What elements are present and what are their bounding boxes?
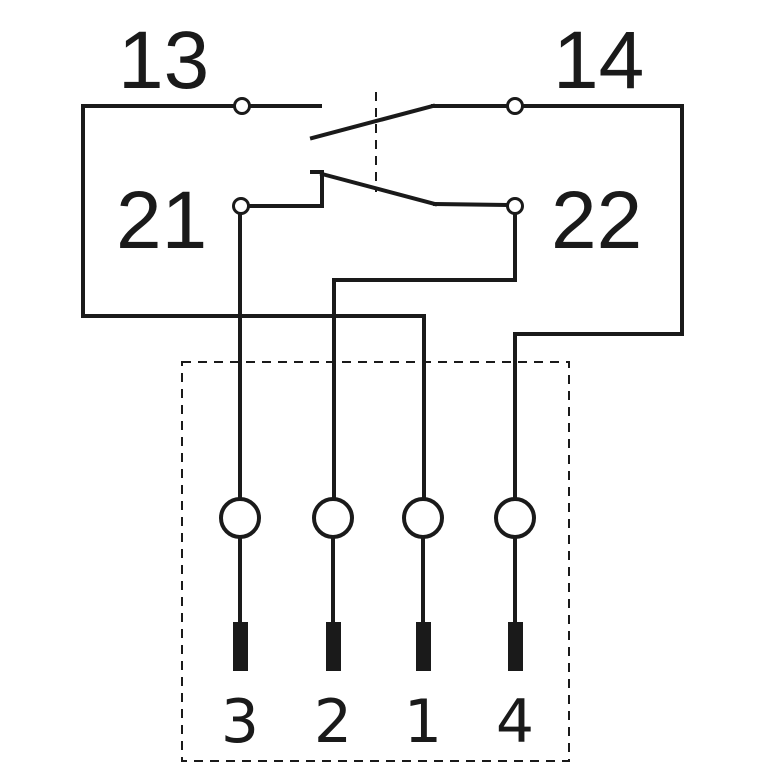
connector-pin-2: 2 — [312, 497, 354, 757]
pin-2-contact — [326, 622, 341, 671]
pin-label-3: 3 — [221, 687, 259, 757]
pin-label-2: 2 — [314, 687, 352, 757]
wire-14-to-pin-4 — [513, 104, 684, 500]
nc-switch-blade — [319, 171, 438, 207]
terminal-21 — [232, 197, 250, 215]
pin-4-contact — [508, 622, 523, 671]
pin-label-4: 4 — [496, 687, 534, 757]
wire-22-to-pin-2 — [332, 212, 517, 500]
nc-switch-lead — [432, 201, 509, 208]
connector-pin-1: 1 — [402, 497, 444, 757]
connector-pin-3: 3 — [219, 497, 261, 757]
terminal-22 — [506, 197, 524, 215]
contact-label-14: 14 — [553, 15, 644, 106]
connector-pin-4: 4 — [494, 497, 536, 757]
wire-13-to-pin-1 — [81, 104, 426, 500]
nc-contact-wire — [247, 170, 324, 208]
terminal-14 — [506, 97, 524, 115]
contact-label-13: 13 — [118, 15, 209, 106]
pin-label-1: 1 — [404, 687, 442, 757]
no-switch-blade — [309, 103, 436, 141]
pin-1-contact — [416, 622, 431, 671]
terminal-13 — [233, 97, 251, 115]
contact-label-22: 22 — [551, 175, 642, 266]
pin-3-contact — [233, 622, 248, 671]
contact-label-21: 21 — [116, 175, 207, 266]
connector-housing — [181, 361, 570, 762]
